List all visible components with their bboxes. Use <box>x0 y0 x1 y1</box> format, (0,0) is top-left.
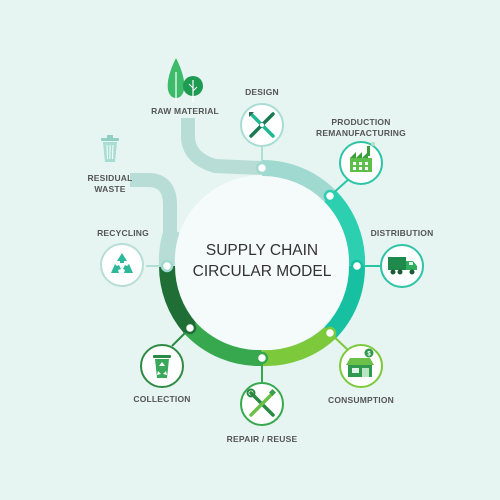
residual-waste-exit <box>130 173 177 240</box>
trash-can-icon <box>101 135 119 162</box>
recycle-bin-icon <box>153 355 171 378</box>
ring-segment-top <box>261 159 336 202</box>
junction-dot-collection <box>183 321 197 335</box>
design-label: DESIGN <box>245 87 279 97</box>
ring-segment-bottom-left <box>184 322 263 367</box>
recycling-label: RECYCLING <box>97 228 149 238</box>
junction-dot-design <box>255 161 269 175</box>
trees-icon <box>167 58 203 102</box>
ring-segment-lower-left <box>159 265 197 334</box>
junction-dot-distribution <box>350 259 364 273</box>
residual-label-line1: RESIDUAL <box>87 173 132 183</box>
store-icon: $ <box>346 348 374 377</box>
center-title-line1: SUPPLY CHAIN <box>206 242 318 259</box>
ring-segment-upper-right <box>324 190 366 267</box>
design-tools-icon <box>249 112 275 138</box>
distribution-label: DISTRIBUTION <box>371 228 434 238</box>
junction-dot-consumption <box>323 326 337 340</box>
distribution-node <box>380 244 424 288</box>
production-node <box>339 141 383 185</box>
collection-label: COLLECTION <box>133 394 190 404</box>
raw-material-label: RAW MATERIAL <box>151 106 219 116</box>
recycle-icon <box>111 253 133 273</box>
repair-node <box>240 382 284 426</box>
ring-segment-lower-right <box>324 265 366 339</box>
production-label-line1: PRODUCTION <box>331 117 390 127</box>
production-label-line2: REMANUFACTURING <box>316 128 406 138</box>
svg-text:$: $ <box>367 352 371 358</box>
wrench-screwdriver-icon <box>246 388 277 417</box>
consumption-label: CONSUMPTION <box>328 395 394 405</box>
center-title-line2: CIRCULAR MODEL <box>193 263 332 280</box>
ring-segment-bottom-right <box>261 326 336 367</box>
consumption-node: $ <box>339 344 383 388</box>
junction-dot-production <box>323 189 337 203</box>
design-node <box>240 103 284 147</box>
junction-dot-repair <box>255 351 269 365</box>
repair-label: REPAIR / REUSE <box>227 434 298 444</box>
factory-icon <box>350 142 375 172</box>
residual-label-line2: WASTE <box>94 184 125 194</box>
ring-junction-dots <box>160 161 364 365</box>
collection-node <box>140 344 184 388</box>
recycling-node <box>100 243 144 287</box>
truck-icon <box>388 257 417 275</box>
raw-material-feed <box>181 118 263 175</box>
center-disc <box>174 175 350 351</box>
junction-dot-recycling <box>160 259 174 273</box>
